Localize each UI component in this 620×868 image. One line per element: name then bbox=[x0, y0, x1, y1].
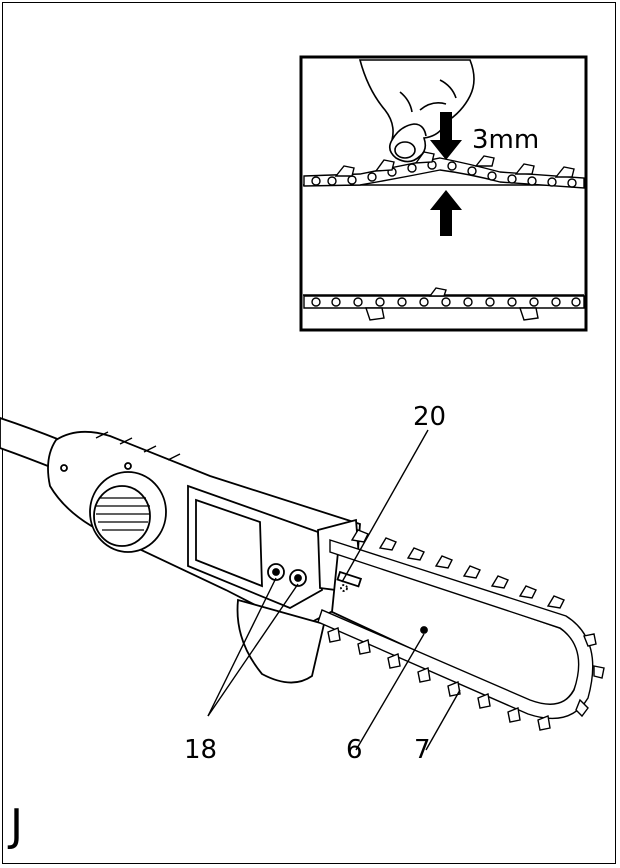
callout-20: 20 bbox=[413, 402, 446, 432]
callout-18: 18 bbox=[184, 735, 217, 765]
lift-arrows bbox=[430, 112, 462, 236]
measurement-label: 3mm bbox=[472, 125, 539, 155]
up-arrow-icon bbox=[430, 190, 462, 236]
chainsaw-head bbox=[0, 417, 361, 684]
saw-chain bbox=[317, 529, 605, 731]
tension-detail-inset: 3mm bbox=[299, 55, 588, 332]
leader-lines bbox=[207, 429, 461, 751]
hand-drawing bbox=[358, 59, 475, 163]
callout-6: 6 bbox=[346, 735, 363, 765]
bar-screws bbox=[267, 563, 307, 587]
figure-letter: J bbox=[10, 800, 23, 851]
upper-chain bbox=[303, 151, 585, 189]
lower-chain bbox=[303, 287, 585, 321]
down-arrow-icon bbox=[430, 112, 462, 160]
callout-7: 7 bbox=[414, 735, 431, 765]
